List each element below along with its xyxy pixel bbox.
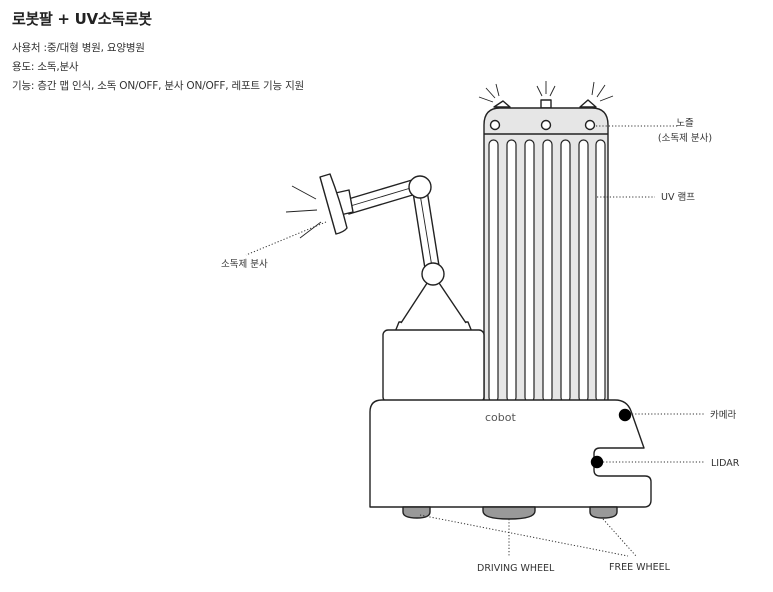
arm-spray-rays xyxy=(285,185,322,239)
robot-body xyxy=(369,399,652,508)
lidar-dot xyxy=(590,455,604,469)
free-wheel-label: FREE WHEEL xyxy=(609,562,671,573)
nozzle-hole-right xyxy=(584,119,596,131)
nozzle-right xyxy=(579,99,597,108)
camera-dot xyxy=(618,408,632,422)
purpose-text: 용도: 소독,분사 xyxy=(12,61,79,73)
brand-label: cobot xyxy=(485,411,516,424)
nozzle-label-line2: (소독제 분사) xyxy=(658,133,712,144)
nozzle-hole-left xyxy=(489,119,501,131)
wheel-left xyxy=(402,506,431,519)
nozzle-hole-center xyxy=(540,119,552,131)
wheel-drive xyxy=(482,506,536,520)
driving-wheel-label: DRIVING WHEEL xyxy=(477,563,555,574)
usage-text: 사용처 :중/대형 병원, 요양병원 xyxy=(12,42,145,54)
leader-lines xyxy=(245,125,705,557)
page-title: 로봇팔 + UV소독로봇 xyxy=(12,10,152,28)
nozzle-label-line1: 노즐 xyxy=(676,118,694,129)
arm-base-box xyxy=(382,329,485,403)
arm-joint-shoulder xyxy=(408,175,432,199)
features-text: 기능: 층간 맵 인식, 소독 ON/OFF, 분사 ON/OFF, 레포트 기… xyxy=(12,80,305,92)
uv-lamp-tubes xyxy=(488,139,606,403)
nozzle-center xyxy=(540,99,552,109)
arm-spray-label: 소독제 분사 xyxy=(221,259,268,270)
arm-spray-head xyxy=(319,173,348,235)
top-ray-lines xyxy=(478,81,614,103)
arm-joint-elbow xyxy=(421,262,445,286)
lidar-label: LIDAR xyxy=(711,458,740,469)
uv-lamp-label: UV 램프 xyxy=(661,191,695,203)
camera-label: 카메라 xyxy=(710,410,736,421)
nozzle-left xyxy=(493,100,511,108)
wheel-free xyxy=(589,506,618,519)
